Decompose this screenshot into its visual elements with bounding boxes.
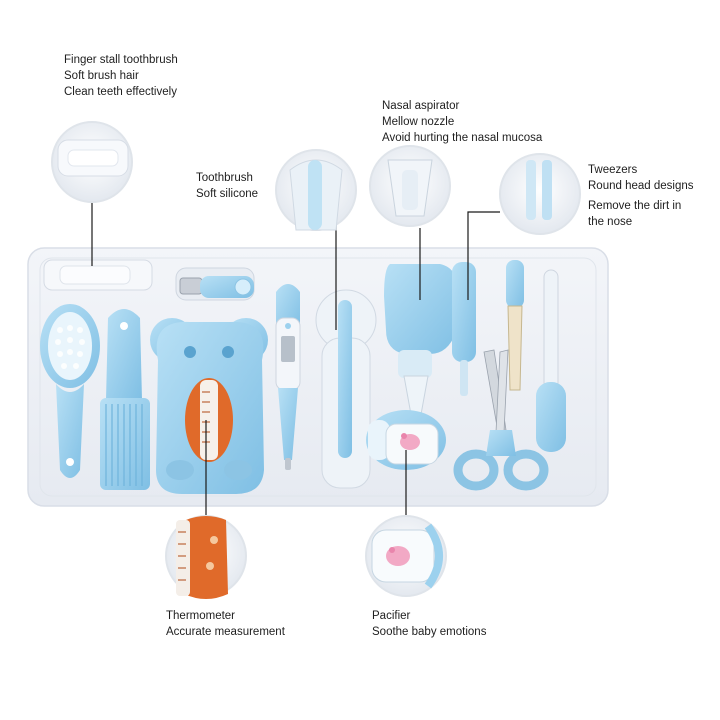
nail-clipper — [175, 267, 255, 301]
caption-line: Remove the dirt in — [588, 200, 682, 212]
caption-line: Avoid hurting the nasal mucosa — [382, 132, 543, 144]
caption-line: Thermometer — [166, 610, 236, 622]
zoom-circle-finger-toothbrush — [51, 121, 133, 203]
pacifier — [366, 410, 446, 470]
nail-file — [506, 260, 524, 391]
caption-line: Pacifier — [372, 610, 411, 622]
medicine-dropper — [536, 269, 566, 452]
zoom-circle-toothbrush — [275, 149, 357, 231]
caption-line: Tweezers — [588, 164, 638, 176]
scissors — [453, 349, 549, 491]
caption-thermometer: Thermometer Accurate measurement — [166, 608, 285, 640]
caption-tweezers: Tweezers Round head designs Remove the d… — [588, 162, 694, 230]
caption-finger-toothbrush: Finger stall toothbrush Soft brush hair … — [64, 52, 178, 100]
zoom-circle-nasal-aspirator — [369, 145, 451, 227]
leader-lines — [91, 200, 500, 528]
caption-line: Mellow nozzle — [382, 116, 455, 128]
caption-line: Soothe baby emotions — [372, 626, 487, 638]
caption-pacifier: Pacifier Soothe baby emotions — [372, 608, 486, 640]
caption-line: Clean teeth effectively — [64, 86, 177, 98]
tweezers — [452, 262, 476, 396]
zoom-circle-thermometer — [165, 515, 247, 599]
caption-nasal-aspirator: Nasal aspirator Mellow nozzle Avoid hurt… — [382, 98, 542, 146]
caption-line: Soft silicone — [196, 188, 259, 200]
caption-line: Accurate measurement — [166, 626, 285, 638]
caption-line: Round head designs — [588, 180, 694, 192]
caption-line: Toothbrush — [196, 172, 253, 184]
caption-line: the nose — [588, 216, 633, 228]
caption-line: Soft brush hair — [64, 70, 139, 82]
finger-toothbrush — [43, 259, 153, 291]
leader-tweezers — [467, 211, 500, 300]
silicone-toothbrush — [315, 289, 377, 489]
caption-line: Finger stall toothbrush — [64, 54, 178, 66]
zoom-circle-tweezers — [499, 153, 581, 235]
bear-bath-thermometer — [150, 318, 268, 494]
hair-brush — [40, 304, 100, 478]
comb — [100, 309, 150, 490]
caption-toothbrush: Toothbrush Soft silicone — [196, 170, 258, 202]
nasal-aspirator — [384, 264, 460, 421]
zoom-circle-pacifier — [365, 515, 447, 597]
caption-line: Nasal aspirator — [382, 100, 460, 112]
digital-thermometer — [275, 284, 301, 470]
